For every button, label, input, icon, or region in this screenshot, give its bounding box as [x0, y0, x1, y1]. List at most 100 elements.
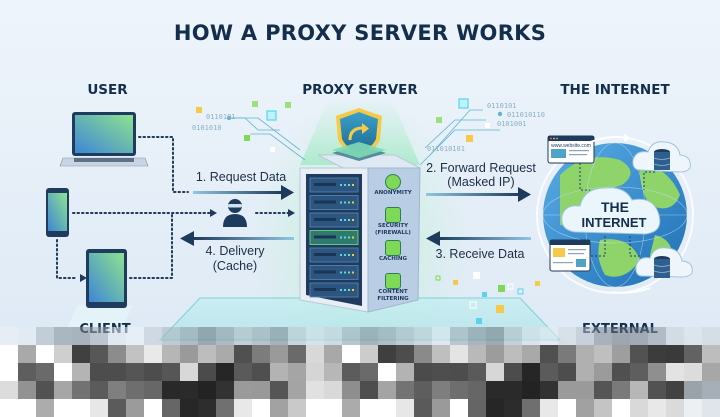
- mosaic-cell: [0, 399, 18, 417]
- mosaic-cell: [594, 381, 612, 399]
- status-led: [348, 219, 350, 221]
- status-led: [348, 236, 350, 239]
- mosaic-cell: [540, 327, 558, 345]
- mosaic-cell: [216, 345, 234, 363]
- page-title: HOW A PROXY SERVER WORKS: [173, 21, 547, 45]
- shield-check-icon: [385, 207, 401, 223]
- status-led: [344, 219, 346, 221]
- mosaic-cell: [288, 363, 306, 381]
- mosaic-cell: [216, 399, 234, 417]
- mosaic-cell: [234, 345, 252, 363]
- mosaic-cell: [396, 381, 414, 399]
- mosaic-cell: [396, 399, 414, 417]
- mosaic-cell: [576, 381, 594, 399]
- mosaic-cell: [162, 327, 180, 345]
- mosaic-cell: [522, 327, 540, 345]
- mosaic-cell: [144, 327, 162, 345]
- mosaic-cell: [306, 345, 324, 363]
- mosaic-cell: [54, 327, 72, 345]
- mosaic-cell: [414, 327, 432, 345]
- status-led: [340, 201, 342, 204]
- mosaic-cell: [288, 399, 306, 417]
- mosaic-cell: [54, 399, 72, 417]
- orbit-arrow: [611, 287, 651, 294]
- mosaic-cell: [180, 363, 198, 381]
- mosaic-cell: [630, 327, 648, 345]
- platform-document-icon: [67, 305, 133, 327]
- mosaic-cell: [612, 345, 630, 363]
- mosaic-cell: [378, 327, 396, 345]
- mosaic-cell: [324, 381, 342, 399]
- mosaic-cell: [486, 381, 504, 399]
- mosaic-cell: [468, 399, 486, 417]
- mosaic-cell: [108, 327, 126, 345]
- rack-slot: [314, 218, 336, 221]
- mosaic-cell: [90, 399, 108, 417]
- request-data-label: 1. Request Data: [195, 170, 287, 184]
- mosaic-cell: [432, 381, 450, 399]
- mosaic-cell: [198, 399, 216, 417]
- mosaic-cell: [216, 327, 234, 345]
- mosaic-cell: [54, 381, 72, 399]
- receive-data-label: 3. Receive Data: [435, 247, 525, 261]
- binary-text: 011010110: [507, 111, 545, 119]
- proxy-feature-label: FILTERING: [377, 296, 409, 302]
- status-led: [348, 289, 350, 291]
- mosaic-cell: [378, 345, 396, 363]
- mosaic-cell: [558, 327, 576, 345]
- mosaic-cell: [702, 345, 720, 363]
- mosaic-cell: [144, 381, 162, 399]
- mosaic-cell: [162, 381, 180, 399]
- mosaic-cell: [702, 399, 720, 417]
- mosaic-cell: [324, 363, 342, 381]
- mosaic-cell: [342, 345, 360, 363]
- mosaic-cell: [630, 363, 648, 381]
- mosaic-cell: [144, 363, 162, 381]
- mosaic-cell: [306, 381, 324, 399]
- status-led: [352, 254, 354, 256]
- status-led: [348, 184, 350, 186]
- anonymous-user-icon: [223, 199, 247, 227]
- mosaic-cell: [126, 399, 144, 417]
- mosaic-cell: [36, 363, 54, 381]
- mosaic-cell: [144, 399, 162, 417]
- mosaic-cell: [126, 327, 144, 345]
- mosaic-cell: [72, 327, 90, 345]
- status-led: [352, 236, 354, 239]
- mosaic-cell: [234, 381, 252, 399]
- mosaic-cell: [90, 381, 108, 399]
- status-led: [340, 254, 342, 256]
- forward-request-label-line1: 2. Forward Request: [426, 161, 536, 175]
- mosaic-cell: [198, 363, 216, 381]
- mosaic-cell: [666, 399, 684, 417]
- mosaic-cell: [360, 345, 378, 363]
- mosaic-cell: [36, 381, 54, 399]
- status-led: [340, 184, 342, 186]
- mosaic-cell: [594, 399, 612, 417]
- mosaic-cell: [72, 399, 90, 417]
- mosaic-cell: [36, 345, 54, 363]
- mosaic-cell: [180, 345, 198, 363]
- status-led: [340, 271, 342, 274]
- mosaic-cell: [378, 399, 396, 417]
- mosaic-cell: [630, 381, 648, 399]
- mosaic-cell: [72, 381, 90, 399]
- mosaic-cell: [288, 381, 306, 399]
- mosaic-cell: [198, 345, 216, 363]
- mosaic-cell: [486, 327, 504, 345]
- mosaic-cell: [180, 381, 198, 399]
- mosaic-cell: [342, 381, 360, 399]
- mosaic-cell: [306, 399, 324, 417]
- mosaic-cell: [162, 399, 180, 417]
- proxy-feature-label: ANONYMITY: [374, 190, 412, 196]
- delivery-arrow: [180, 231, 294, 246]
- mosaic-cell: [216, 363, 234, 381]
- request-arrow: [193, 185, 294, 200]
- client-connectors: [56, 136, 289, 279]
- mosaic-cell: [648, 381, 666, 399]
- binary-text: 0110101: [487, 102, 517, 110]
- mosaic-cell: [522, 363, 540, 381]
- status-led: [344, 271, 346, 274]
- mosaic-cell: [666, 327, 684, 345]
